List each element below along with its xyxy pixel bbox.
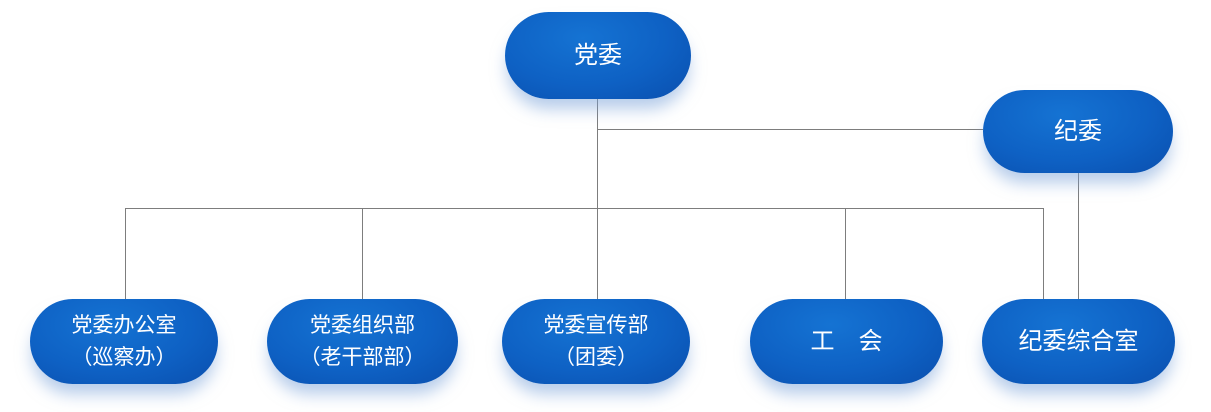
connector-stub-zuzhibu-line: [362, 208, 363, 299]
connector-main-horizontal-line: [125, 208, 1043, 209]
connector-stub-gonghui-line: [845, 208, 846, 299]
org-node-discipline-committee: 纪委: [983, 90, 1173, 173]
org-node-label-line2: （巡察办）: [71, 344, 177, 369]
org-node-label-line2: （团委）: [554, 344, 638, 369]
org-node-label: 纪委: [1054, 118, 1102, 145]
org-node-propaganda-dept: 党委宣传部 （团委）: [502, 299, 690, 384]
org-node-label-line2: （老干部部）: [299, 344, 426, 369]
connector-dangwei-trunk-line: [597, 99, 598, 299]
org-node-label: 纪委综合室: [1018, 328, 1139, 355]
connector-jiwei-zongheshi-v-line: [1078, 173, 1079, 299]
connector-stub-bangongshi-line: [125, 208, 126, 299]
connector-stub-zongheshi-line: [1043, 208, 1044, 299]
connector-dangwei-jiwei-h-line: [597, 129, 983, 130]
org-node-party-office: 党委办公室 （巡察办）: [30, 299, 218, 384]
org-node-label: 工 会: [810, 328, 883, 355]
org-node-labor-union: 工 会: [750, 299, 943, 384]
org-node-label-line1: 党委宣传部: [543, 313, 649, 337]
org-node-label: 党委: [574, 42, 622, 69]
org-node-label-line1: 党委组织部: [310, 313, 415, 337]
org-node-organization-dept: 党委组织部 （老干部部）: [267, 299, 458, 384]
org-node-party-committee: 党委: [505, 12, 691, 99]
org-node-discipline-general-office: 纪委综合室: [982, 299, 1175, 384]
org-node-label-line1: 党委办公室: [71, 313, 177, 337]
